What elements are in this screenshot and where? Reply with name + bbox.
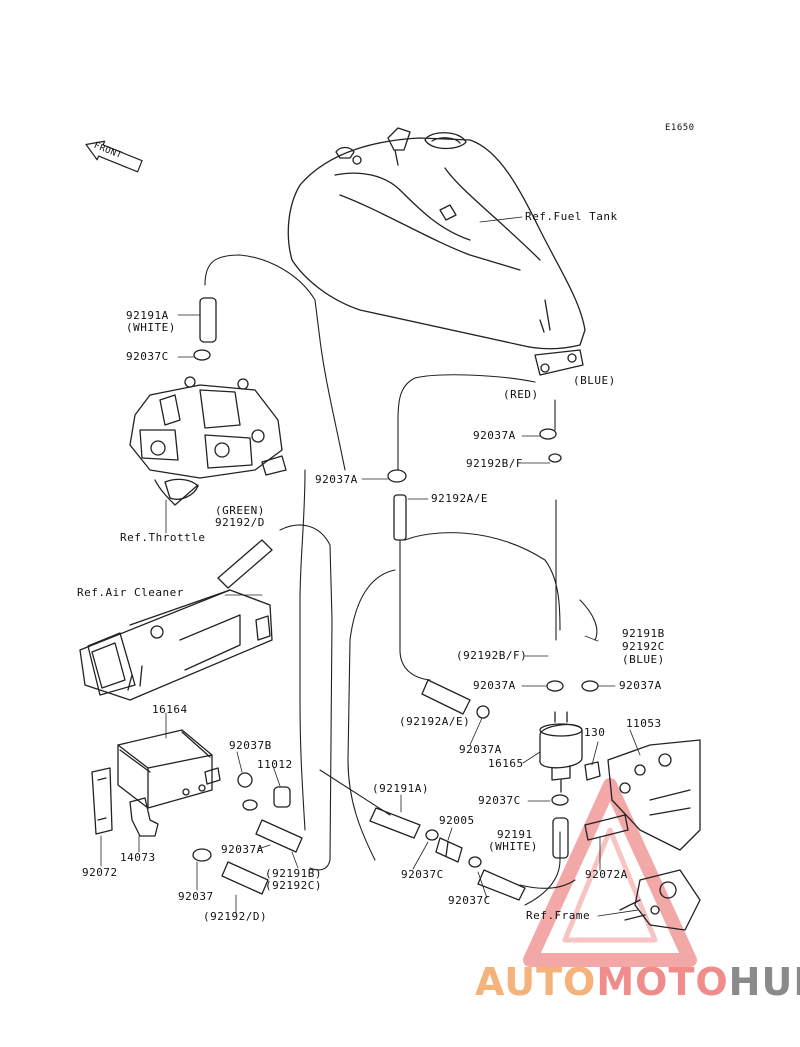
label-92191A: 92191A (126, 309, 169, 322)
label-92005: 92005 (439, 814, 475, 827)
label-ref-throttle: Ref.Throttle (120, 531, 206, 544)
front-arrow (85, 140, 143, 173)
diagram-code: E1650 (665, 123, 695, 133)
label-92037C: 92037C (478, 794, 521, 807)
canister (117, 729, 221, 809)
label-92072A: 92072A (585, 868, 628, 881)
label-white: (WHITE) (488, 840, 538, 853)
clamps (192, 349, 599, 868)
leader-lines (100, 216, 641, 917)
label-92191A-paren: (92191A) (372, 782, 429, 795)
label-92192AE-paren: (92192A/E) (399, 715, 471, 728)
label-92192D: 92192/D (215, 516, 265, 529)
label-92037A: 92037A (315, 473, 358, 486)
label-92037A: 92037A (619, 679, 662, 692)
label-92192C: 92192C (622, 640, 665, 653)
fitting-92005 (435, 837, 463, 863)
bracket-92072 (91, 767, 113, 835)
label-14073: 14073 (120, 851, 156, 864)
label-16165: 16165 (488, 757, 524, 770)
label-white: (WHITE) (126, 321, 176, 334)
label-ref-air-cleaner: Ref.Air Cleaner (77, 586, 184, 599)
label-92192BF: 92192B/F (466, 457, 523, 470)
label-92037B: 92037B (229, 739, 272, 752)
label-92191: 92191 (497, 828, 533, 841)
engine-mount (584, 739, 701, 851)
label-92072: 92072 (82, 866, 118, 879)
label-92191B-paren: (92191B) (265, 867, 322, 880)
label-92192AE: 92192A/E (431, 492, 488, 505)
label-92192C-paren: (92192C) (265, 879, 322, 892)
label-blue: (BLUE) (622, 653, 665, 666)
watermark-triangle (523, 778, 697, 967)
label-16164: 16164 (152, 703, 188, 716)
label-130: 130 (584, 726, 606, 739)
label-92037A: 92037A (459, 743, 502, 756)
label-ref-fuel-tank: Ref.Fuel Tank (525, 210, 618, 223)
label-92037A: 92037A (221, 843, 264, 856)
watermark-logo: AUTOMOTOHUB (475, 960, 800, 1004)
label-92037C: 92037C (401, 868, 444, 881)
label-11012: 11012 (257, 758, 293, 771)
label-92192D-paren: (92192/D) (203, 910, 268, 923)
part-14073 (129, 797, 159, 837)
air-cleaner (79, 589, 273, 701)
label-92191B: 92191B (622, 627, 665, 640)
throttle-body (129, 376, 287, 506)
hose-pieces (199, 297, 569, 901)
watermark-hub: HUB (728, 960, 800, 1004)
label-11053: 11053 (626, 717, 662, 730)
fuel-filter (539, 711, 583, 793)
label-92037A: 92037A (473, 429, 516, 442)
label-92037: 92037 (178, 890, 214, 903)
hose-routes (204, 254, 598, 906)
label-92037A: 92037A (473, 679, 516, 692)
label-92037C: 92037C (448, 894, 491, 907)
label-blue: (BLUE) (573, 374, 616, 387)
watermark-moto: MOTO (596, 960, 729, 1004)
frame (584, 814, 701, 931)
label-ref-frame: Ref.Frame (526, 909, 591, 922)
label-92037C: 92037C (126, 350, 169, 363)
label-red: (RED) (503, 388, 539, 401)
label-green: (GREEN) (215, 504, 265, 517)
label-92192BF-paren: (92192B/F) (456, 649, 528, 662)
fuel-tank (287, 127, 586, 376)
watermark-auto: AUTO (475, 960, 597, 1004)
